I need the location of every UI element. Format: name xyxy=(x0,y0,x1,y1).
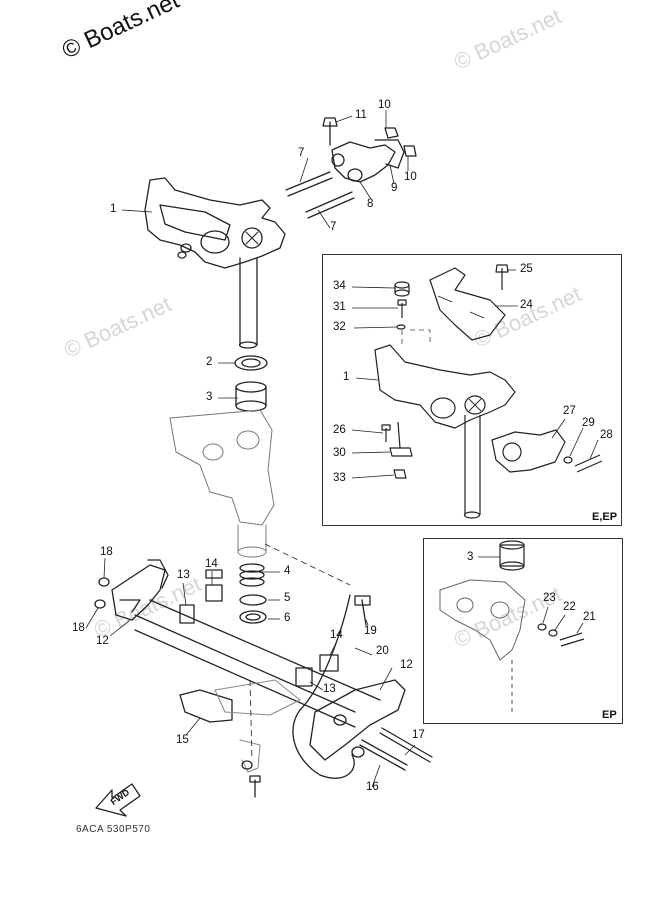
o-ring xyxy=(239,594,267,606)
pad-13 xyxy=(179,604,195,624)
callout-30: 30 xyxy=(333,447,346,459)
steering-shaft xyxy=(239,257,258,346)
bushing-6 xyxy=(239,610,267,624)
callout-32: 32 xyxy=(333,321,346,333)
callout-9: 9 xyxy=(391,182,398,194)
callout-3: 3 xyxy=(206,391,213,403)
callout-18b: 18 xyxy=(72,622,85,634)
clamp-bracket-right xyxy=(309,679,406,761)
callout-7: 7 xyxy=(298,147,305,159)
callout-25: 25 xyxy=(520,263,533,275)
callout-10b: 10 xyxy=(404,171,417,183)
callout-31: 31 xyxy=(333,301,346,313)
callout-13b: 13 xyxy=(323,683,336,695)
stud-bolt xyxy=(285,171,333,197)
callout-2: 2 xyxy=(206,356,213,368)
callout-14b: 14 xyxy=(330,629,343,641)
mount-bracket xyxy=(331,141,396,183)
callout-10: 10 xyxy=(378,99,391,111)
catalog-code: 6ACA 530P570 xyxy=(76,824,151,835)
callout-19: 19 xyxy=(364,625,377,637)
plate-15 xyxy=(179,689,233,723)
ground-wire xyxy=(292,594,355,779)
callout-1-inset: 1 xyxy=(343,371,350,383)
callout-14: 14 xyxy=(205,558,218,570)
bolt xyxy=(322,117,338,146)
callout-13: 13 xyxy=(177,569,190,581)
clamp-bracket-left xyxy=(111,564,166,621)
callout-20: 20 xyxy=(376,645,389,657)
callout-17: 17 xyxy=(412,729,425,741)
pad-14 xyxy=(205,584,223,602)
bolt-17 xyxy=(379,727,433,763)
callout-29: 29 xyxy=(582,417,595,429)
bolt-19 xyxy=(354,595,371,626)
callout-3-inset: 3 xyxy=(467,551,474,563)
fwd-arrow-outline xyxy=(95,783,141,817)
callout-23: 23 xyxy=(543,592,556,604)
callout-7b: 7 xyxy=(330,221,337,233)
ghost-housing xyxy=(169,409,275,558)
inset-ep xyxy=(423,538,623,724)
callout-34: 34 xyxy=(333,280,346,292)
spring-4 xyxy=(239,563,265,587)
callout-22: 22 xyxy=(563,601,576,613)
bolt-16 xyxy=(359,739,408,771)
callout-4: 4 xyxy=(284,565,291,577)
callout-28: 28 xyxy=(600,429,613,441)
callout-11: 11 xyxy=(355,109,367,121)
callout-21: 21 xyxy=(583,611,596,623)
callout-26: 26 xyxy=(333,424,346,436)
callout-24: 24 xyxy=(520,299,533,311)
inset-ep-tag: EP xyxy=(602,709,617,721)
inset-e-ep xyxy=(322,254,622,526)
callout-12b: 12 xyxy=(400,659,413,671)
callout-12: 12 xyxy=(96,635,109,647)
callout-18: 18 xyxy=(100,546,113,558)
callout-1: 1 xyxy=(110,203,117,215)
swivel-bracket-part xyxy=(144,177,286,269)
callout-33: 33 xyxy=(333,472,346,484)
callout-8: 8 xyxy=(367,198,374,210)
callout-15: 15 xyxy=(176,734,189,746)
bushing-3 xyxy=(235,386,267,407)
callout-5: 5 xyxy=(284,592,291,604)
inset-swivel-bracket xyxy=(374,344,516,429)
callout-16: 16 xyxy=(366,781,379,793)
callout-27: 27 xyxy=(563,405,576,417)
bushing-2 xyxy=(234,355,268,371)
callout-6: 6 xyxy=(284,612,291,624)
inset-e-ep-tag: E,EP xyxy=(592,511,618,523)
